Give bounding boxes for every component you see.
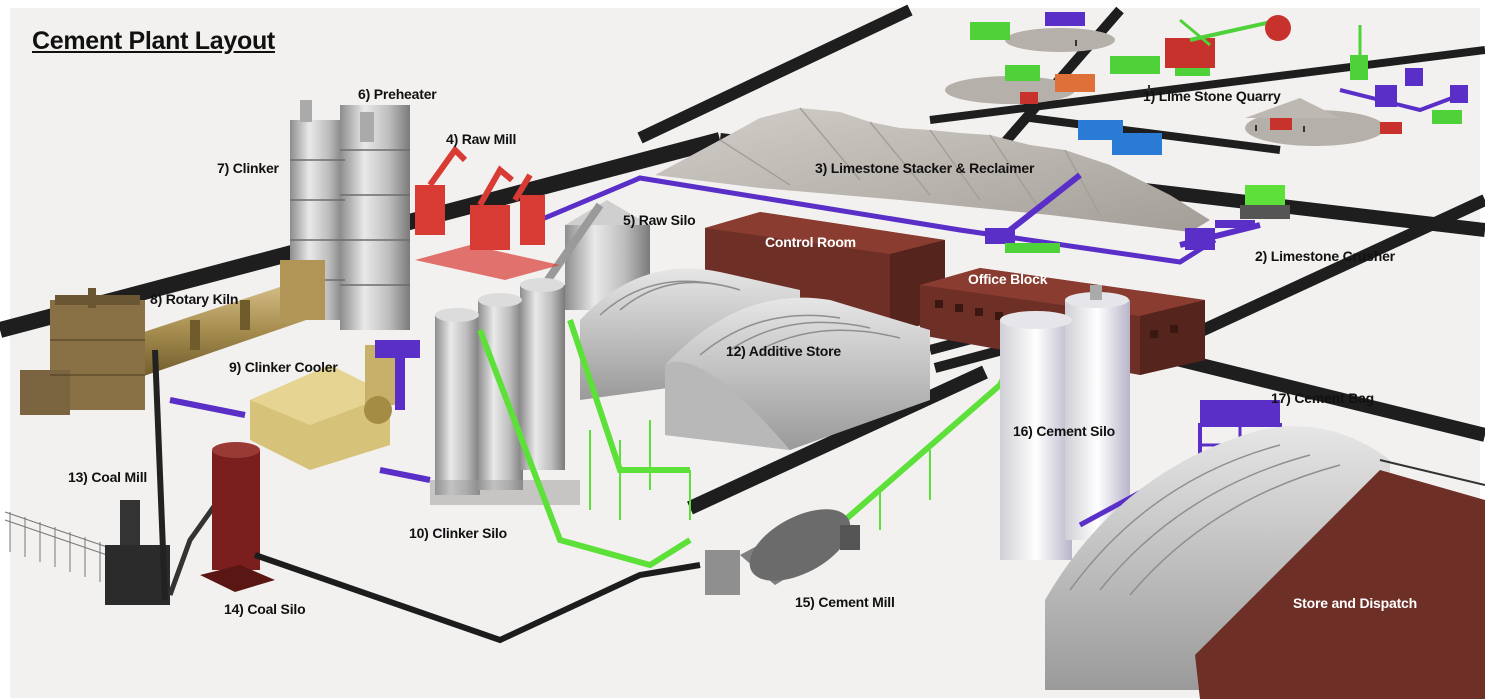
coal-silo [200, 442, 275, 592]
label-stacker-reclaimer: 3) Limestone Stacker & Reclaimer [815, 160, 1035, 176]
cement-mill [705, 509, 860, 595]
limestone-stockpile [655, 107, 1210, 232]
label-cement-mill: 15) Cement Mill [795, 594, 895, 610]
additive-store [580, 268, 930, 450]
page-title: Cement Plant Layout [32, 27, 275, 55]
limestone-crusher [1215, 185, 1290, 228]
coal-conveyor [254, 552, 701, 644]
label-office-block: Office Block [968, 271, 1048, 287]
label-lime-stone-quarry: 1) Lime Stone Quarry [1143, 88, 1281, 104]
label-cement-bag: 17) Cement Bag [1271, 390, 1375, 406]
label-limestone-crusher: 2) Limestone Crusher [1255, 248, 1395, 264]
coal-mill [105, 349, 218, 605]
workers [1075, 40, 1305, 132]
store-and-dispatch [1045, 426, 1485, 699]
label-clinker-cooler: 9) Clinker Cooler [229, 359, 338, 375]
label-rotary-kiln: 8) Rotary Kiln [150, 291, 239, 307]
clinker-silos [430, 278, 580, 505]
label-preheater: 6) Preheater [358, 86, 437, 102]
label-clinker-silo: 10) Clinker Silo [409, 525, 507, 541]
label-raw-mill: 4) Raw Mill [446, 131, 517, 147]
cement-silos [1000, 285, 1130, 560]
label-raw-silo: 5) Raw Silo [623, 212, 696, 228]
label-control-room: Control Room [765, 234, 856, 250]
quarry-area [945, 12, 1468, 155]
label-clinker: 7) Clinker [217, 160, 279, 176]
kiln-burner-building [20, 288, 145, 415]
stacker-conveyor [539, 172, 1261, 265]
label-additive-store: 12) Additive Store [726, 343, 841, 359]
raw-mill [415, 145, 560, 280]
label-cement-silo: 16) Cement Silo [1013, 423, 1116, 439]
fence [4, 511, 111, 582]
rotary-kiln [120, 260, 325, 378]
label-coal-silo: 14) Coal Silo [224, 601, 306, 617]
label-coal-mill: 13) Coal Mill [68, 469, 148, 485]
clinker-cooler [169, 340, 431, 483]
label-store-dispatch: Store and Dispatch [1293, 595, 1417, 611]
